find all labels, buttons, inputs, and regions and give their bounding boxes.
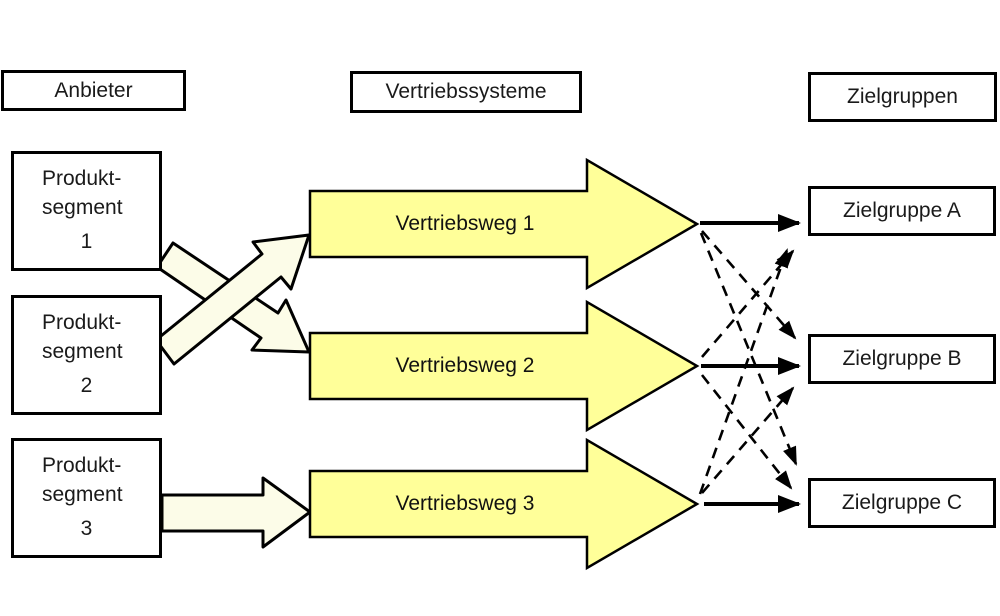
target-group-a-box: Zielgruppe A: [808, 186, 996, 236]
header-zielgruppen-label: Zielgruppen: [847, 85, 958, 108]
header-zielgruppen: Zielgruppen: [808, 72, 997, 122]
header-anbieter: Anbieter: [1, 70, 186, 111]
connector-dashed-channel1-to-group-c: [699, 232, 798, 466]
product-segment-2-line2: segment: [42, 340, 123, 363]
product-segment-1-line2: segment: [42, 196, 123, 219]
header-vertriebssysteme-label: Vertriebssysteme: [385, 80, 547, 103]
product-segment-2-number: 2: [80, 374, 93, 397]
product-segment-3-line1: Produkt-: [42, 454, 122, 477]
vertriebsweg-3-label: Vertriebsweg 3: [395, 492, 535, 515]
connector-dashed-channel3-to-group-b: [701, 386, 795, 494]
product-segment-1-line1: Produkt-: [42, 167, 122, 190]
target-group-c-label: Zielgruppe C: [841, 491, 963, 514]
target-group-b-label: Zielgruppe B: [842, 347, 962, 370]
target-group-c-box: Zielgruppe C: [808, 478, 996, 528]
connector-dashed-channel2-to-group-c: [700, 374, 793, 490]
product-segment-1-box: Produkt- segment 1: [11, 151, 162, 271]
feeder-arrow-segment2-to-channel1: [154, 233, 311, 366]
product-segment-2-line1: Produkt-: [42, 311, 122, 334]
product-segment-3-number: 3: [80, 517, 93, 540]
vertriebsweg-1-label: Vertriebsweg 1: [395, 212, 535, 235]
connector-dashed-channel3-to-group-a: [698, 248, 789, 495]
product-segment-3-box: Produkt- segment 3: [11, 438, 162, 558]
connector-dashed-channel2-to-group-a: [701, 249, 795, 358]
product-segment-3-line2: segment: [42, 483, 123, 506]
header-anbieter-label: Anbieter: [54, 78, 133, 102]
header-vertriebssysteme: Vertriebssysteme: [350, 71, 582, 113]
target-group-a-label: Zielgruppe A: [843, 199, 961, 222]
vertriebsweg-2-label: Vertriebsweg 2: [395, 354, 535, 377]
product-segment-1-number: 1: [80, 230, 93, 253]
vertriebsweg-3-arrow: [308, 437, 700, 571]
target-group-b-box: Zielgruppe B: [808, 334, 996, 384]
product-segment-2-box: Produkt- segment 2: [11, 295, 162, 415]
vertriebsweg-2-arrow: [308, 299, 700, 433]
connector-dashed-channel1-to-group-b: [701, 230, 797, 340]
feeder-arrow-segment3-to-channel3: [160, 476, 312, 549]
vertriebsweg-1-arrow: [308, 157, 700, 291]
